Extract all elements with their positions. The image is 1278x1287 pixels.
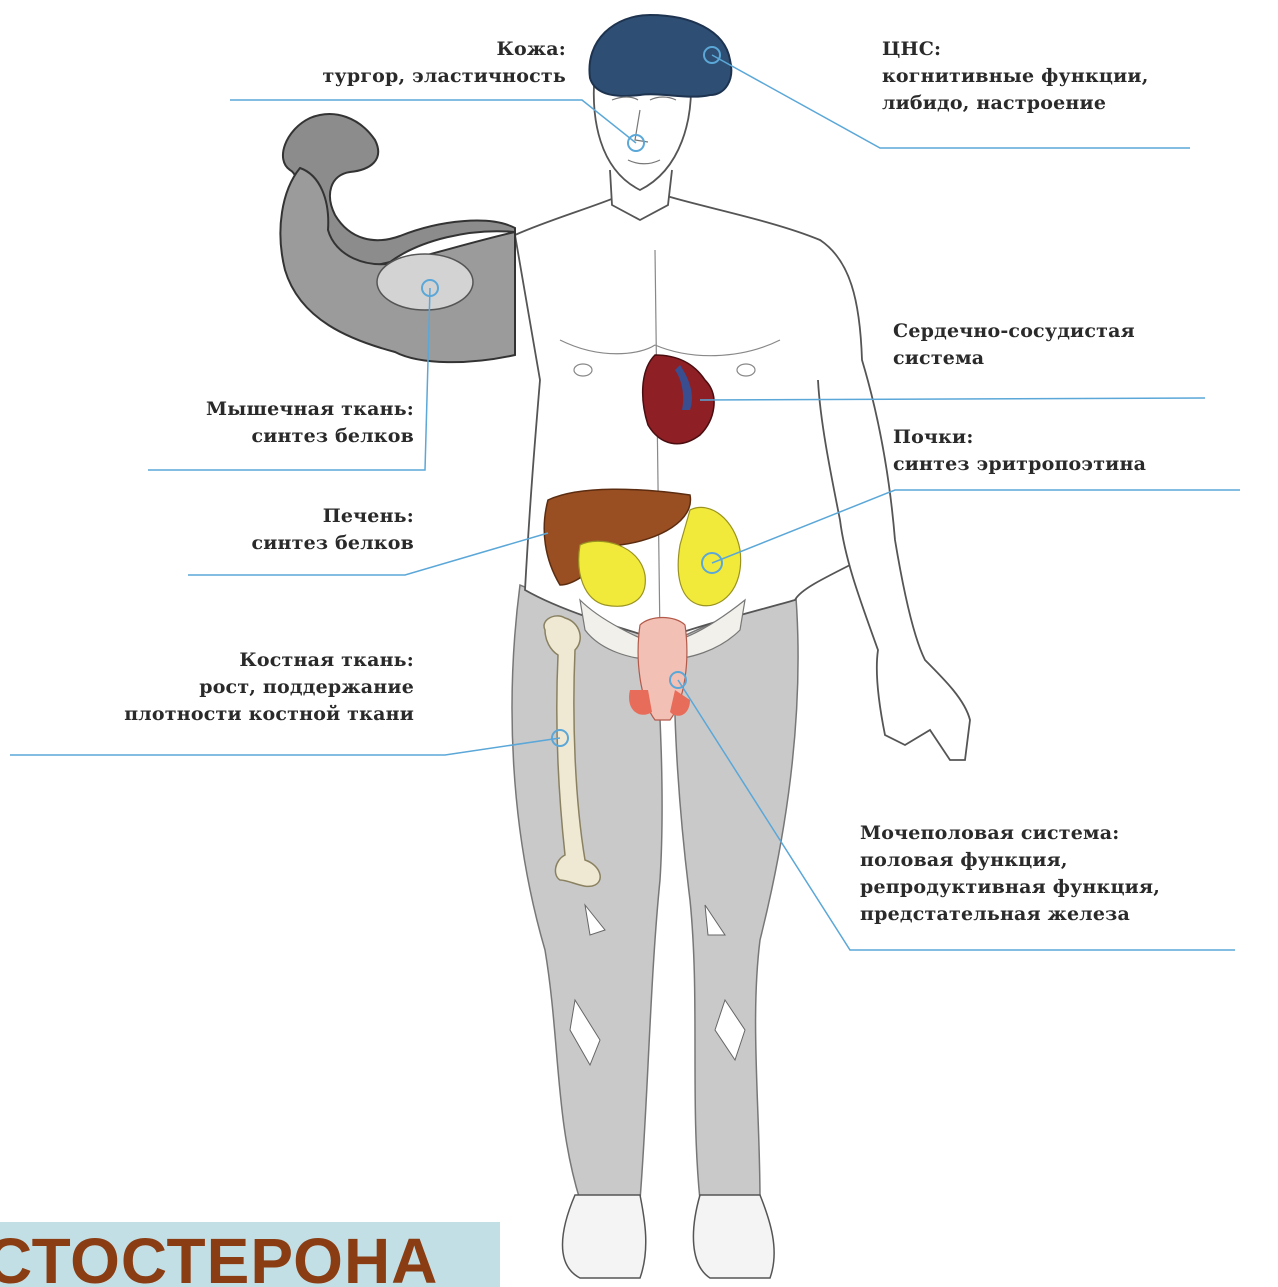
label-urogenital-line2: репродуктивная функция, [860, 874, 1160, 901]
label-kidney-title: Почки: [893, 424, 1146, 451]
flexed-arm [280, 114, 515, 362]
label-bone: Костная ткань: рост, поддержание плотнос… [124, 647, 414, 728]
label-muscle: Мышечная ткань: синтез белков [206, 396, 414, 450]
label-kidney-detail: синтез эритропоэтина [893, 451, 1146, 478]
label-cns-title: ЦНС: [882, 36, 1149, 63]
title-banner-text: СТОСТЕРОНА [0, 1224, 438, 1287]
label-cns-line2: либидо, настроение [882, 90, 1149, 117]
label-cardio-line1: Сердечно-сосудистая [893, 318, 1135, 345]
label-liver: Печень: синтез белков [251, 503, 414, 557]
label-muscle-detail: синтез белков [206, 423, 414, 450]
label-liver-detail: синтез белков [251, 530, 414, 557]
label-urogenital-title: Мочеполовая система: [860, 820, 1160, 847]
label-bone-title: Костная ткань: [124, 647, 414, 674]
label-skin-title: Кожа: [323, 36, 567, 63]
feet [563, 1195, 775, 1278]
label-urogenital: Мочеполовая система: половая функция, ре… [860, 820, 1160, 928]
label-urogenital-line3: предстательная железа [860, 901, 1160, 928]
label-cardio-line2: система [893, 345, 1135, 372]
label-skin: Кожа: тургор, эластичность [323, 36, 567, 90]
label-urogenital-line1: половая функция, [860, 847, 1160, 874]
label-cns: ЦНС: когнитивные функции, либидо, настро… [882, 36, 1149, 117]
label-cardio: Сердечно-сосудистая система [893, 318, 1135, 372]
label-cns-line1: когнитивные функции, [882, 63, 1149, 90]
label-bone-line2: плотности костной ткани [124, 701, 414, 728]
label-skin-detail: тургор, эластичность [323, 63, 567, 90]
label-bone-line1: рост, поддержание [124, 674, 414, 701]
label-muscle-title: Мышечная ткань: [206, 396, 414, 423]
label-kidney: Почки: синтез эритропоэтина [893, 424, 1146, 478]
brain [589, 15, 731, 97]
title-banner: СТОСТЕРОНА [0, 1222, 500, 1287]
line-bone [10, 738, 560, 755]
label-liver-title: Печень: [251, 503, 414, 530]
